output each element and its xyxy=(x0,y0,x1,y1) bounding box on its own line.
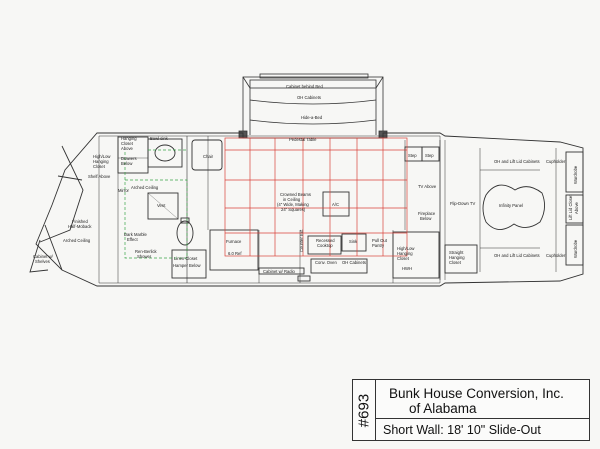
label-flip-down-tv: Flip-Down TV xyxy=(450,201,475,206)
svg-text:in Ceiling: in Ceiling xyxy=(283,197,301,202)
label-straight-closet: Straight xyxy=(449,250,464,255)
drawing-number-cell: #693 xyxy=(353,380,376,440)
wall-note: Short Wall: 18' 10" Slide-Out xyxy=(383,423,541,437)
svg-text:Half-Moback: Half-Moback xyxy=(68,224,92,229)
label-linen-closet: Linen Closet xyxy=(174,256,198,261)
bath-dashed-outline xyxy=(124,149,188,259)
label-oh-cabinets-top: OH Cabinets xyxy=(297,95,321,100)
label-finished: Finished xyxy=(72,219,88,224)
label-chair: Chair xyxy=(203,154,214,159)
label-step-2: Step xyxy=(425,153,434,158)
label-ren-berlick: Ren-Berlick xyxy=(135,249,158,254)
company-name: Bunk House Conversion, Inc. xyxy=(389,386,564,401)
svg-text:Above: Above xyxy=(121,146,134,151)
label-bowl-sink: Bowl sink xyxy=(150,136,169,141)
title-block: #693 Bunk House Conversion, Inc. of Alab… xyxy=(352,379,590,441)
company-location: of Alabama xyxy=(409,401,477,416)
label-wardrobe-bottom: Wardrobe xyxy=(573,239,578,258)
label-vent: Vent xyxy=(157,203,166,208)
label-fireplace: Fireplace xyxy=(418,211,436,216)
label-dark-marble: Dark Marble xyxy=(124,232,147,237)
label-cupholder-bottom: Cupholder xyxy=(546,253,566,258)
label-oh-cabinets-mid: OH Cabinets xyxy=(342,260,366,265)
label-hanging-closet: Hanging xyxy=(121,136,137,141)
svg-text:Closet: Closet xyxy=(449,260,462,265)
svg-text:Below: Below xyxy=(420,216,432,221)
label-sink: Sink xyxy=(349,239,358,244)
label-lift-lid-closet: Lift Lid Closet xyxy=(568,194,573,220)
label-cupholder-top: Cupholder xyxy=(546,159,566,164)
svg-text:Hanging: Hanging xyxy=(449,255,465,260)
svg-text:(4" Wide, Making: (4" Wide, Making xyxy=(277,202,309,207)
label-infinity-panel: Infinity Panel xyxy=(499,203,523,208)
label-conv-oven: Conv. Oven xyxy=(315,260,337,265)
title-divider xyxy=(375,418,590,419)
svg-text:Effect: Effect xyxy=(127,237,138,242)
trailer-outline xyxy=(29,132,584,287)
label-hide-a-bed: Hide-a-Bed xyxy=(301,115,323,120)
svg-text:Closet: Closet xyxy=(397,256,410,261)
label-ac: A/C xyxy=(332,202,339,207)
label-hamper-below: Hamper Below xyxy=(173,263,201,268)
label-step-1: Step xyxy=(408,153,417,158)
svg-text:24" Squares): 24" Squares) xyxy=(281,207,306,212)
label-pull-out: Pull Out xyxy=(372,238,388,243)
svg-text:Closet: Closet xyxy=(93,164,106,169)
label-hwh: HWH xyxy=(402,266,412,271)
plan-labels: Cabinet behind Bed OH Cabinets Hide-a-Be… xyxy=(33,84,579,274)
label-oh-lift-bottom: OH and Lift Lid Cabinets xyxy=(494,253,540,258)
label-wardrobe-top: Wardrobe xyxy=(573,165,578,184)
label-cabinet-w-shelves: Cabinet w/ xyxy=(33,254,54,259)
label-furnace: Furnace xyxy=(226,239,242,244)
label-counter-ext: Counter Ext. xyxy=(299,229,304,252)
label-arched-ceiling-front: Arched Ceiling xyxy=(63,238,91,243)
svg-text:Above: Above xyxy=(574,201,579,214)
label-shelf-above: Shelf Above xyxy=(88,174,111,179)
label-cabinet-behind-bed: Cabinet behind Bed xyxy=(286,84,323,89)
svg-text:Below: Below xyxy=(121,161,133,166)
label-recessed: Recessed xyxy=(316,238,335,243)
label-cabinet-w-radio: Cabinet w/ Radio xyxy=(263,269,296,274)
label-mirror: Mirror xyxy=(118,188,130,193)
label-oh-lift-top: OH and Lift Lid Cabinets xyxy=(494,159,540,164)
label-crowned-beams: Crowned Beams xyxy=(280,192,311,197)
ceiling-beam-grid xyxy=(224,137,408,257)
svg-text:Shelves: Shelves xyxy=(35,259,50,264)
label-high-low-closet-2: High/Low xyxy=(397,246,415,251)
svg-text:Closet: Closet xyxy=(121,141,134,146)
label-arched-ceiling-bath: Arched Ceiling xyxy=(131,185,159,190)
svg-text:Cooktop: Cooktop xyxy=(317,243,333,248)
svg-text:Hanging: Hanging xyxy=(397,251,413,256)
svg-text:Pantry: Pantry xyxy=(372,243,385,248)
label-drawers-below: Drawers xyxy=(121,156,137,161)
label-pedestal-table: Pedestal Table xyxy=(289,137,317,142)
svg-text:Shower: Shower xyxy=(137,254,152,259)
label-tv-above: TV Above xyxy=(418,184,437,189)
label-ref: 6.0 Ref xyxy=(228,251,242,256)
svg-text:Hanging: Hanging xyxy=(93,159,109,164)
label-high-low-closet: High/Low xyxy=(93,154,111,159)
drawing-number: #693 xyxy=(355,393,373,428)
